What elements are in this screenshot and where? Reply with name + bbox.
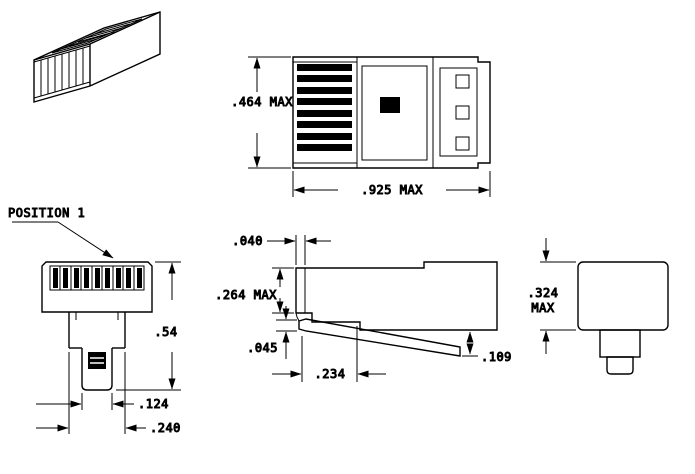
front-view	[41, 261, 153, 391]
dim-end-height-324: .324 MAX	[527, 238, 576, 354]
contact-stripe	[137, 268, 142, 288]
dim-464-label: .464 MAX	[231, 95, 293, 109]
conductor-square	[455, 136, 470, 151]
leader-arrow	[57, 221, 114, 259]
dim-124-label: .124	[138, 397, 169, 411]
contact-stripe	[95, 268, 100, 288]
contact-bar	[297, 110, 352, 117]
latch-ridge	[77, 31, 115, 43]
strain-relief-window	[439, 67, 478, 157]
dim-54-label: .54	[154, 325, 177, 339]
top-view	[292, 56, 491, 169]
dim-324-suffix: MAX	[531, 301, 554, 315]
dim-234-label: .234	[315, 367, 346, 381]
dim-tip-width-124: .124	[36, 393, 169, 412]
latch-lever	[298, 318, 461, 357]
dim-045-label: .045	[247, 341, 278, 355]
iso-body-outline	[33, 11, 161, 103]
front-view-comb	[49, 265, 145, 291]
end-view-body	[577, 261, 669, 331]
iso-latch	[51, 18, 143, 54]
end-view	[577, 261, 669, 375]
mold-mark	[88, 352, 106, 369]
iso-top-right-edge	[89, 11, 161, 45]
contact-stripe	[116, 268, 121, 288]
boot-outline	[81, 348, 113, 391]
dim-264-label: .264 MAX	[215, 288, 277, 302]
side-view-outline	[295, 261, 498, 331]
side-view	[295, 261, 498, 357]
contact-stripe	[126, 268, 131, 288]
latch-ridge	[60, 38, 98, 50]
end-view-neck	[599, 329, 641, 358]
contact-bar	[297, 133, 352, 140]
dim-040-label: .040	[232, 234, 263, 248]
latch-ridge	[68, 34, 106, 47]
dim-240-label: .240	[150, 421, 181, 435]
dim-width-464: .464 MAX	[231, 56, 293, 169]
latch-base-window	[361, 65, 428, 161]
contact-bar	[297, 98, 352, 105]
dim-latch-drop-109: .109	[462, 331, 512, 365]
position1-callout: POSITION 1	[8, 206, 114, 259]
conductor-square	[455, 74, 470, 89]
contact-bar	[297, 144, 352, 151]
front-view-outline	[41, 261, 153, 313]
contact-stripe	[105, 268, 110, 288]
dim-latch-thickness-045: .045	[247, 306, 297, 359]
latch-ridge	[94, 23, 131, 35]
dim-925-label: .925 MAX	[361, 183, 423, 197]
dim-324-value: .324	[528, 286, 559, 300]
contact-bar	[297, 64, 352, 71]
dim-body-height-264: .264 MAX	[215, 267, 294, 314]
contact-stripe	[53, 268, 58, 288]
iso-top-front-edge	[33, 43, 91, 61]
latch-ridge	[85, 27, 123, 39]
iso-contact-comb	[33, 45, 91, 99]
top-view-contacts	[297, 64, 352, 151]
dim-length-925: .925 MAX	[292, 171, 491, 198]
front-view-body-steps	[68, 312, 126, 391]
position1-label: POSITION 1	[8, 206, 85, 220]
latch-hole	[380, 97, 400, 113]
latch-hook	[295, 312, 300, 322]
isometric-view	[33, 11, 161, 103]
top-view-outline	[292, 56, 491, 169]
end-view-boot-tip	[606, 356, 634, 375]
dim-contact-offset-040: .040	[232, 234, 331, 265]
contact-stripe	[74, 268, 79, 288]
dim-height-54: .54	[116, 261, 181, 391]
conductor-square	[455, 105, 470, 120]
dim-latch-length-234: .234	[272, 326, 386, 382]
comb-frame	[49, 265, 145, 291]
contact-bar	[297, 87, 352, 94]
contact-stripe	[63, 268, 68, 288]
contact-bar	[297, 121, 352, 128]
dim-109-label: .109	[481, 350, 512, 364]
contact-bar	[297, 75, 352, 82]
dim-body-width-240: .240	[36, 352, 181, 436]
contact-stripe	[84, 268, 89, 288]
